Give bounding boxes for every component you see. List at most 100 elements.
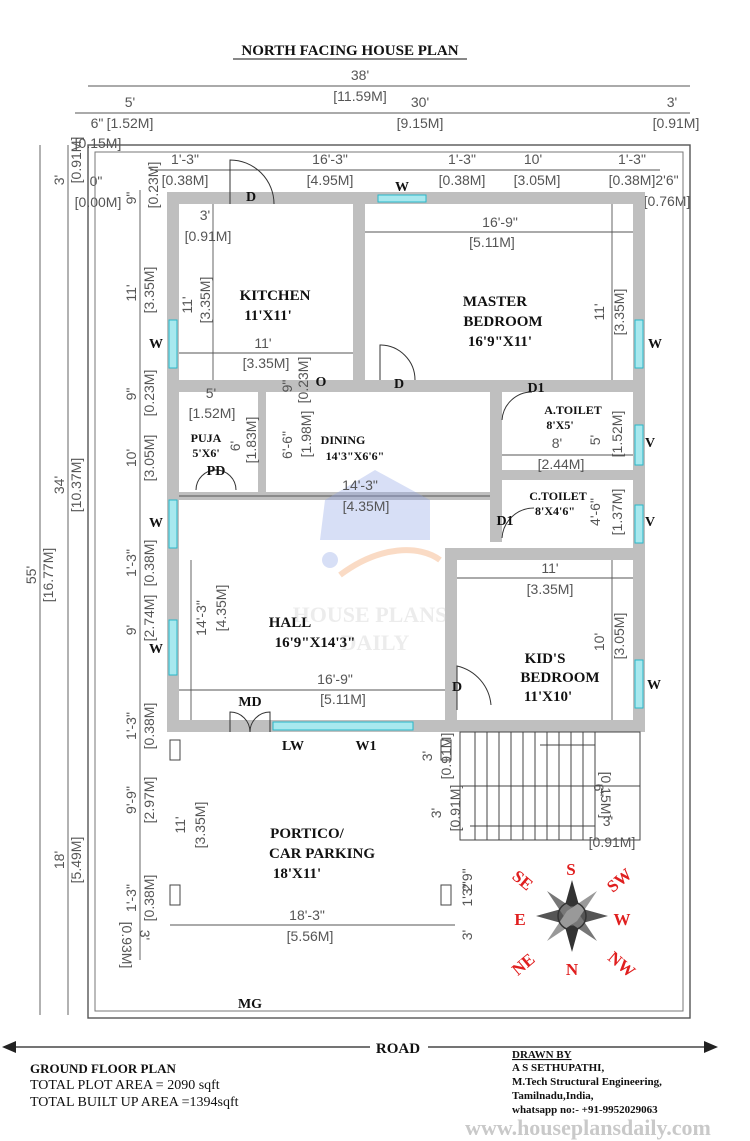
dim-l13c-m: [0.38M]	[141, 875, 157, 922]
dim-3top-m: [0.91M]	[68, 137, 84, 184]
top-dimensions: 38' [11.59M] 5' [1.52M] 30' [9.15M] 3' […	[75, 67, 700, 210]
svg-text:11': 11'	[541, 560, 558, 576]
compass-nw: NW	[604, 948, 639, 981]
room-kid2: BEDROOM	[520, 670, 599, 686]
svg-text:9": 9"	[279, 380, 295, 393]
dim-l3-m: [0.93M]	[119, 922, 135, 969]
svg-text:[0.91M]: [0.91M]	[185, 228, 232, 244]
svg-text:[1.98M]: [1.98M]	[298, 411, 314, 458]
svg-text:[5.11M]: [5.11M]	[469, 234, 515, 250]
inner-dimension-text: 3' [0.91M] 11' [3.35M] 11' [3.35M] 16'-9…	[172, 207, 635, 944]
tag-opening: O	[316, 375, 327, 390]
footer-phone: whatsapp no:- +91-9952029063	[512, 1104, 658, 1116]
svg-text:[0.91M]: [0.91M]	[447, 785, 463, 832]
watermark-line2: DAILY	[341, 630, 410, 655]
room-puja-size: 5'X6'	[192, 446, 219, 460]
svg-text:[3.35M]: [3.35M]	[527, 581, 574, 597]
svg-text:3': 3'	[603, 813, 613, 829]
compass-rose: S N E W SE SW NE NW	[508, 860, 639, 981]
room-portico2: CAR PARKING	[269, 846, 375, 862]
tag-top-window: W	[395, 180, 409, 195]
dim-left: 5'	[125, 94, 135, 110]
dim-l9ft-m: [2.74M]	[141, 595, 157, 642]
svg-text:[1.37M]: [1.37M]	[609, 489, 625, 536]
dim-34: 34'	[51, 476, 67, 494]
footer-drawn-by: DRAWN BY	[512, 1049, 572, 1061]
svg-text:11': 11'	[172, 816, 188, 833]
dim-9top: 9"	[123, 192, 139, 205]
dim-a-m: [0.38M]	[162, 172, 209, 188]
svg-text:[3.35M]: [3.35M]	[243, 355, 290, 371]
footer-built-area: TOTAL BUILT UP AREA =1394sqft	[30, 1095, 239, 1110]
dim-18-m: [5.49M]	[68, 837, 84, 884]
dim-a: 1'-3"	[171, 151, 199, 167]
room-dining: DINING	[321, 433, 366, 447]
dim-six-m: [0.15M]	[75, 135, 122, 151]
svg-text:11': 11'	[591, 303, 607, 320]
svg-text:16'-9": 16'-9"	[482, 214, 518, 230]
svg-text:[5.11M]: [5.11M]	[320, 691, 366, 707]
svg-text:[0.15M]: [0.15M]	[598, 772, 614, 819]
tag-hall-window1: W	[149, 516, 163, 531]
room-puja: PUJA	[191, 431, 222, 445]
compass-e: E	[514, 910, 525, 929]
dim-c: 1'-3"	[448, 151, 476, 167]
dim-f-m: [0.76M]	[644, 193, 691, 209]
room-hall-size: 16'9"X14'3"	[275, 635, 356, 651]
footer-plan-name: GROUND FLOOR PLAN	[30, 1061, 177, 1076]
dim-55-m: [16.77M]	[40, 548, 56, 602]
room-kid-size: 11'X10'	[524, 689, 572, 705]
svg-text:2'9": 2'9"	[459, 868, 475, 891]
room-kitchen: KITCHEN	[240, 288, 311, 304]
footer-place: Tamilnadu,India,	[512, 1090, 594, 1102]
tag-kid-door: D	[452, 680, 462, 695]
svg-text:[5.56M]: [5.56M]	[287, 928, 334, 944]
svg-text:[0.91M]: [0.91M]	[438, 733, 454, 780]
dim-l99: 9'-9"	[123, 786, 139, 814]
dim-left-m: [1.52M]	[107, 115, 154, 131]
plan-title: NORTH FACING HOUSE PLAN	[241, 43, 458, 59]
svg-text:3': 3'	[459, 930, 475, 940]
footer: GROUND FLOOR PLAN TOTAL PLOT AREA = 2090…	[30, 1049, 711, 1140]
tag-ctoilet-vent: V	[645, 515, 655, 530]
dim-l13b: 1'-3"	[123, 712, 139, 740]
footer-degree: M.Tech Structural Engineering,	[512, 1076, 662, 1088]
tag-atoilet-vent: V	[645, 436, 655, 451]
tag-main-gate: MG	[238, 997, 262, 1012]
tag-master-door: D	[394, 377, 404, 392]
dim-total-width: 38'	[351, 67, 369, 83]
dim-d-m: [3.05M]	[514, 172, 561, 188]
dim-l13a-m: [0.38M]	[141, 540, 157, 587]
svg-text:10': 10'	[591, 633, 607, 651]
dim-l3: 3'	[137, 930, 153, 940]
room-atoilet-size: 8'X5'	[546, 418, 573, 432]
svg-text:11': 11'	[179, 296, 195, 313]
road-label: ROAD	[376, 1041, 420, 1057]
tag-kitchen-window: W	[149, 337, 163, 352]
tag-kid-window: W	[647, 678, 661, 693]
tag-long-window: LW	[282, 739, 304, 754]
dim-total-width-m: [11.59M]	[333, 88, 386, 104]
dim-34-m: [10.37M]	[68, 458, 84, 512]
room-dining-size: 14'3"X6'6"	[326, 449, 385, 463]
svg-text:[4.35M]: [4.35M]	[213, 585, 229, 632]
dim-l99-m: [2.97M]	[141, 777, 157, 824]
tag-master-window: W	[648, 337, 662, 352]
room-kitchen-size: 11'X11'	[244, 308, 292, 324]
opening-tags: D W W W O D D1 V PD D1 V W W W D MD LW W…	[149, 180, 662, 1012]
dim-18: 18'	[51, 851, 67, 869]
dim-e: 1'-3"	[618, 151, 646, 167]
dim-zero-m: [0.00M]	[75, 194, 122, 210]
compass-n: N	[566, 960, 579, 979]
room-kid: KID'S	[525, 651, 566, 667]
dim-mid: 30'	[411, 94, 429, 110]
svg-text:[3.35M]: [3.35M]	[192, 802, 208, 849]
dim-l13c: 1'-3"	[123, 884, 139, 912]
compass-w: W	[614, 910, 631, 929]
svg-text:3': 3'	[200, 207, 210, 223]
svg-text:[3.35M]: [3.35M]	[197, 277, 213, 324]
dim-zero: 0"	[90, 173, 103, 189]
compound-wall	[94, 151, 684, 1012]
dim-e-m: [0.38M]	[609, 172, 656, 188]
dim-l9-m: [0.23M]	[141, 370, 157, 417]
